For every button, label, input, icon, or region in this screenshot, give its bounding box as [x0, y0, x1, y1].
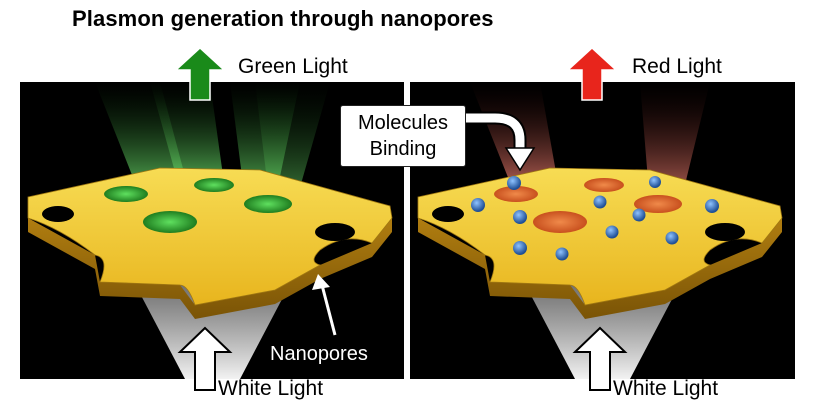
red-light-arrow [566, 46, 618, 101]
red-light-label: Red Light [632, 55, 722, 78]
molecule [471, 198, 485, 212]
molecule [665, 231, 679, 245]
molecules [471, 176, 719, 261]
molecule [705, 199, 719, 213]
nanopore-right-4 [533, 211, 587, 233]
nanopore-left-3 [244, 195, 292, 213]
gold-film-edge-left [28, 218, 392, 319]
nanopore-left-4 [143, 211, 197, 233]
nanopores-pointer-line [320, 284, 337, 336]
white-light-label-right: White Light [613, 377, 719, 400]
left-panel [20, 46, 404, 391]
molecule [593, 195, 607, 209]
diagram-title: Plasmon generation through nanopores [72, 6, 494, 31]
edge-pore-left-1 [42, 206, 74, 222]
callout-arrow-head [504, 147, 536, 172]
white-light-arrow-left [177, 326, 233, 391]
nanopores-label: Nanopores [270, 343, 368, 365]
green-beam-2 [150, 82, 225, 190]
gold-film-edge-right [418, 218, 782, 319]
callout-line-2: Binding [369, 138, 437, 160]
callout-arrow-body [466, 113, 525, 150]
molecules-binding-callout: Molecules Binding [340, 105, 466, 167]
molecule [632, 208, 646, 222]
green-light-arrow [174, 46, 226, 101]
nanopore-right-2 [584, 178, 624, 192]
callout-line-1: Molecules [357, 112, 449, 134]
right-panel [410, 46, 795, 391]
nanopore-left-2 [194, 178, 234, 192]
molecule [513, 241, 527, 255]
nanopore-right-1 [494, 186, 538, 202]
molecule [649, 176, 661, 188]
green-light-label: Green Light [238, 55, 348, 78]
molecule [605, 225, 619, 239]
edge-pore-right-1 [432, 206, 464, 222]
molecule [513, 210, 527, 224]
edge-pore-left-2 [315, 223, 355, 241]
white-light-label-left: White Light [218, 377, 324, 400]
molecule [555, 247, 569, 261]
nanopore-left-1 [104, 186, 148, 202]
white-light-arrow-right [572, 326, 628, 391]
edge-pore-right-2 [705, 223, 745, 241]
molecule [507, 176, 521, 190]
nanopore-right-3 [634, 195, 682, 213]
nanopores-pointer-head [312, 274, 330, 290]
